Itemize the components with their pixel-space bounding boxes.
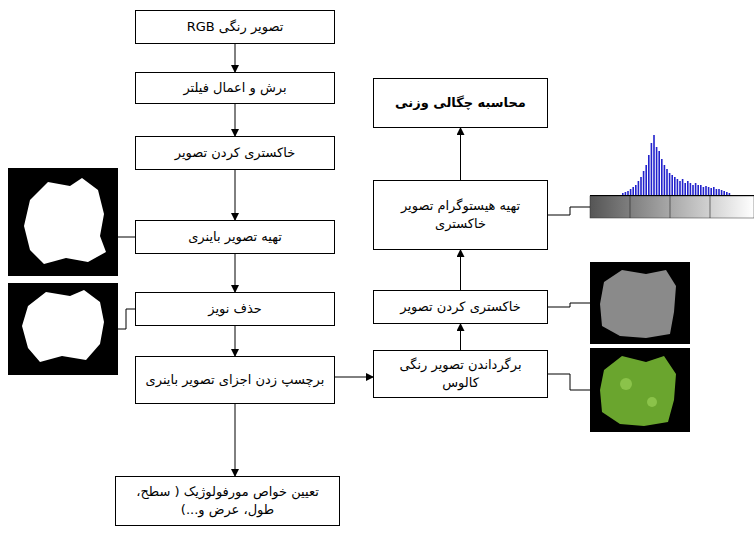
green-callus-image [590,348,690,432]
gray-callus-image [590,262,690,344]
process-box: تعیین خواص مورفولوژیک ( سطح، طول، عرض و.… [115,476,340,526]
process-box: خاکستری کردن تصویر [373,290,548,324]
box-label: تهیه هیستوگرام تصویر خاکستری [374,197,547,232]
box-label: حذف نویز [202,300,268,318]
box-label: تصویر رنگی RGB [181,18,290,36]
histogram [590,135,754,218]
flow-arrow [335,377,373,378]
leader-line [118,309,135,329]
leader-line [548,303,590,307]
box-label: تهیه تصویر باینری [182,228,288,246]
process-box: تهیه تصویر باینری [135,220,335,254]
process-box: تصویر رنگی RGB [135,10,335,44]
flow-arrow [460,250,461,290]
binary-image [8,168,118,276]
process-box: خاکستری کردن تصویر [135,136,335,170]
flow-arrow [235,44,236,72]
leader-line [548,374,590,390]
box-label: برگرداندن تصویر رنگی کالوس [374,356,547,391]
denoised-image [8,283,118,375]
leader-line [118,237,135,238]
process-box: برگرداندن تصویر رنگی کالوس [373,350,548,398]
flow-arrow [460,128,461,180]
process-box: حذف نویز [135,292,335,326]
box-label: تعیین خواص مورفولوژیک ( سطح، طول، عرض و.… [116,483,339,518]
box-label: خاکستری کردن تصویر [394,298,526,316]
flow-arrow [235,326,236,356]
flow-arrow [460,324,461,350]
flow-arrow [235,170,236,220]
process-box: برچسپ زدن اجزای تصویر باینری [135,356,335,404]
flow-arrow [235,404,236,476]
leader-line [548,207,590,215]
box-label: برچسپ زدن اجزای تصویر باینری [140,371,331,389]
flow-arrow [235,104,236,136]
process-box: محاسبه چگالی وزنی [373,78,548,128]
box-label: خاکستری کردن تصویر [169,144,301,162]
box-label: برش و اعمال فیلتر [177,79,292,97]
process-box: برش و اعمال فیلتر [135,72,335,104]
flow-arrow [235,254,236,292]
process-box: تهیه هیستوگرام تصویر خاکستری [373,180,548,250]
box-label: محاسبه چگالی وزنی [389,94,532,112]
